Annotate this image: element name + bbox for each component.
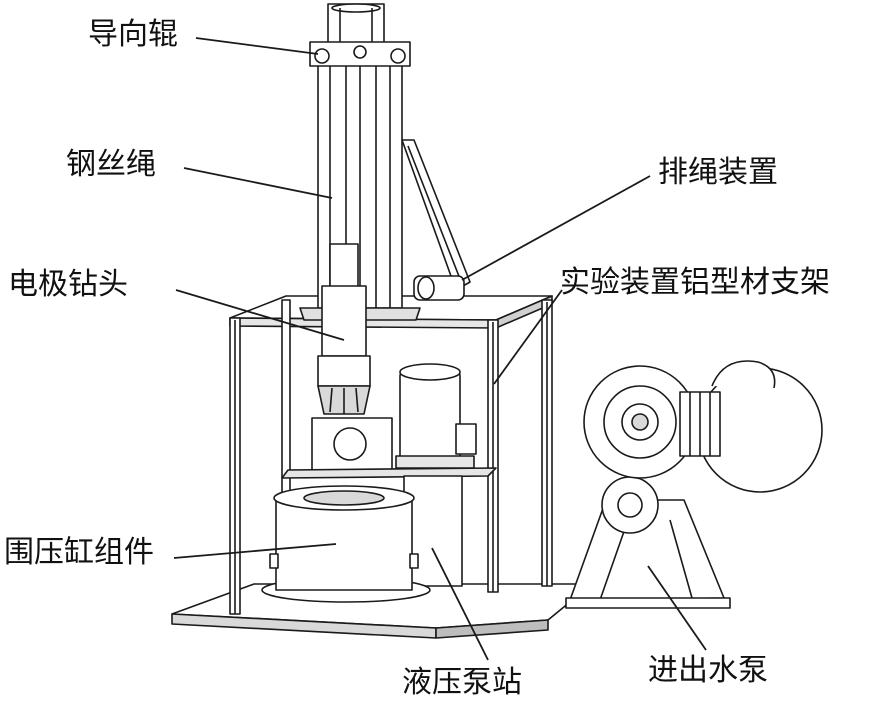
label-wire-rope: 钢丝绳 bbox=[66, 147, 156, 182]
confining-cylinder bbox=[261, 485, 431, 603]
mast bbox=[299, 55, 421, 321]
leader-lines bbox=[173, 37, 707, 661]
water-pump bbox=[565, 360, 823, 609]
label-hydraulic-station: 液压泵站 bbox=[402, 665, 522, 700]
label-spooling-device: 排绳装置 bbox=[658, 155, 778, 190]
spooling-device bbox=[401, 139, 471, 301]
label-electrode-drill: 电极钻头 bbox=[8, 267, 128, 302]
label-guide-roller: 导向辊 bbox=[88, 17, 178, 52]
motor-assembly bbox=[311, 363, 477, 473]
label-water-pump: 进出水泵 bbox=[648, 653, 768, 688]
label-confining-cylinder: 围压缸组件 bbox=[4, 535, 154, 570]
electrode-drill bbox=[317, 243, 371, 415]
hydraulic-shelf bbox=[281, 467, 497, 587]
guide-roller bbox=[309, 3, 411, 67]
label-frame: 实验装置铝型材支架 bbox=[560, 265, 830, 300]
